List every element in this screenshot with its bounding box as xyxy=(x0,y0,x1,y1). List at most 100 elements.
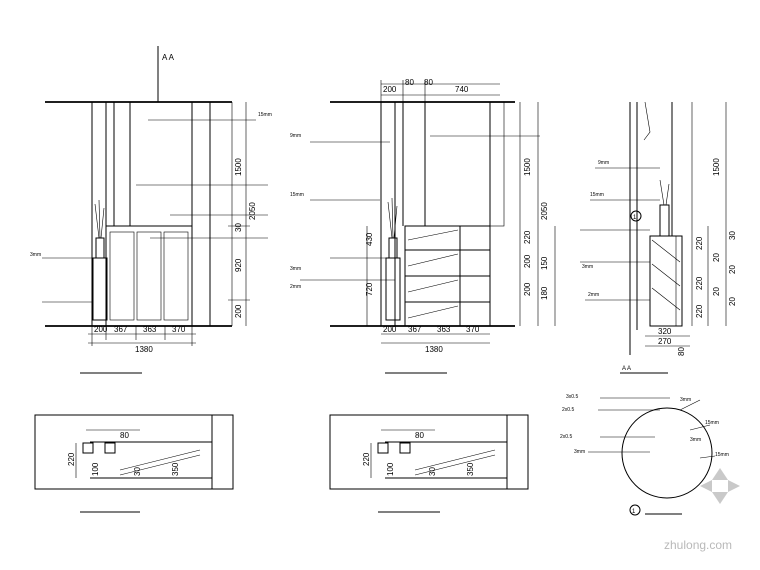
dim-label: 370 xyxy=(466,325,480,334)
dim-label: 180 xyxy=(540,286,549,300)
vase-icon xyxy=(385,197,401,321)
detail-label: 3mm xyxy=(680,397,691,403)
section-mark-label: A A xyxy=(162,53,175,62)
left-dimensions: 430 720 xyxy=(365,226,374,326)
elevation-2: 200 80 80 740 9mm 15mm 3mm 2mm 430 720 2… xyxy=(290,78,556,374)
watermark-logo-icon xyxy=(700,468,740,504)
note-label: 9mm xyxy=(290,133,301,139)
dim-label: 80 xyxy=(415,431,424,440)
dim-label: 1500 xyxy=(234,158,243,176)
overall-dim-label: 1380 xyxy=(135,345,153,354)
dim-label: 367 xyxy=(114,325,128,334)
section-a-a: 1 9mm 15mm 3mm 2mm 1500 30 220 20 20 220… xyxy=(580,101,737,374)
dim-label: 720 xyxy=(365,282,374,296)
wall-section xyxy=(489,101,505,227)
cabinet-doors xyxy=(105,225,193,327)
note-label: 3mm xyxy=(30,252,41,258)
dim-label: 1500 xyxy=(523,158,532,176)
note-label: 15mm xyxy=(290,192,304,198)
dim-label: 80 xyxy=(405,78,414,87)
detail-mark-label: 1 xyxy=(633,215,637,221)
note-label: 3mm xyxy=(574,449,585,455)
vase-icon xyxy=(659,179,670,237)
dim-label: 367 xyxy=(408,325,422,334)
watermark-text: zhulong.com xyxy=(664,538,732,552)
dim-label: 200 xyxy=(234,304,243,318)
dim-label: 20 xyxy=(712,253,721,262)
note-label: 3mm xyxy=(290,266,301,272)
detail-mark-label: 1 xyxy=(632,509,636,515)
overall-dim-label: 1380 xyxy=(425,345,443,354)
note-label: 3x0.5 xyxy=(566,394,578,400)
note-label: 2mm xyxy=(588,292,599,298)
note-label: 15mm xyxy=(258,112,272,118)
cabinet-section xyxy=(649,235,683,327)
dim-label: 30 xyxy=(234,223,243,232)
plan-detail-2: 80 220 100 30 350 xyxy=(329,414,529,513)
top-dimensions: 200 80 80 740 xyxy=(380,78,500,102)
right-dimensions: 1500 30 220 20 20 220 20 220 20 xyxy=(691,102,737,326)
mesh-circle xyxy=(621,407,713,499)
dim-label: 200 xyxy=(94,325,108,334)
note-label: 2x0.5 xyxy=(560,434,572,440)
dim-label: 200 xyxy=(523,254,532,268)
elevation-1: A A 15mm 3mm 200 367 363 370 1380 xyxy=(30,46,272,374)
section-mark-top: A A xyxy=(157,46,175,102)
bottom-dimensions: 200 367 363 370 1380 xyxy=(88,325,196,354)
dim-label: 2050 xyxy=(248,202,257,220)
dim-label: 80 xyxy=(677,347,686,356)
hatched-column xyxy=(91,101,107,327)
dim-label: 1500 xyxy=(712,158,721,176)
detail-label: 3mm xyxy=(690,437,701,443)
dim-label: 350 xyxy=(466,462,475,476)
dim-label: 30 xyxy=(728,231,737,240)
bottom-dimensions: 320 270 80 xyxy=(645,327,690,356)
detail-label: 15mm xyxy=(715,452,729,458)
detail-1: 3x0.5 2x0.5 2x0.5 3mm 3mm 15mm 15mm 3mm … xyxy=(560,394,729,516)
right-dimensions: 1500 2050 30 920 200 xyxy=(228,102,257,326)
dim-label: 320 xyxy=(658,327,672,336)
bottom-dimensions: 200 367 363 370 1380 xyxy=(381,325,490,354)
dim-label: 30 xyxy=(428,467,437,476)
open-shelves xyxy=(404,225,491,327)
dim-label: 220 xyxy=(362,452,371,466)
note-label: 3mm xyxy=(582,264,593,270)
dim-label: 200 xyxy=(383,325,397,334)
dim-label: 100 xyxy=(91,462,100,476)
dim-label: 80 xyxy=(424,78,433,87)
note-label: 9mm xyxy=(598,160,609,166)
detail-mark-circle xyxy=(629,504,641,516)
dim-label: 370 xyxy=(172,325,186,334)
dim-label: 740 xyxy=(455,85,469,94)
dim-label: 100 xyxy=(386,462,395,476)
dim-label: 220 xyxy=(695,276,704,290)
dim-label: 150 xyxy=(540,256,549,270)
note-label: 2mm xyxy=(290,284,301,290)
dim-label: 30 xyxy=(133,467,142,476)
dim-label: 350 xyxy=(171,462,180,476)
dim-label: 2050 xyxy=(540,202,549,220)
detail-label: 15mm xyxy=(705,420,719,426)
dim-label: 920 xyxy=(234,258,243,272)
dim-label: 200 xyxy=(523,282,532,296)
section-caption: A A xyxy=(622,366,631,372)
dim-label: 363 xyxy=(437,325,451,334)
detail-mark-1: 1 xyxy=(630,210,642,222)
plan-detail-1: 80 220 100 30 350 xyxy=(34,414,234,513)
hatched-panel xyxy=(129,101,193,227)
dim-label: 220 xyxy=(695,236,704,250)
dim-label: 220 xyxy=(695,304,704,318)
dim-label: 200 xyxy=(383,85,397,94)
watermark: zhulong.com xyxy=(664,468,740,552)
dim-label: 430 xyxy=(365,232,374,246)
dim-label: 220 xyxy=(67,452,76,466)
dim-label: 20 xyxy=(728,297,737,306)
note-label: 15mm xyxy=(590,192,604,198)
right-dimensions: 1500 2050 220 200 150 200 180 xyxy=(519,102,556,326)
vase-icon xyxy=(92,199,108,321)
dim-label: 80 xyxy=(120,431,129,440)
dim-label: 220 xyxy=(523,230,532,244)
dim-label: 270 xyxy=(658,337,672,346)
